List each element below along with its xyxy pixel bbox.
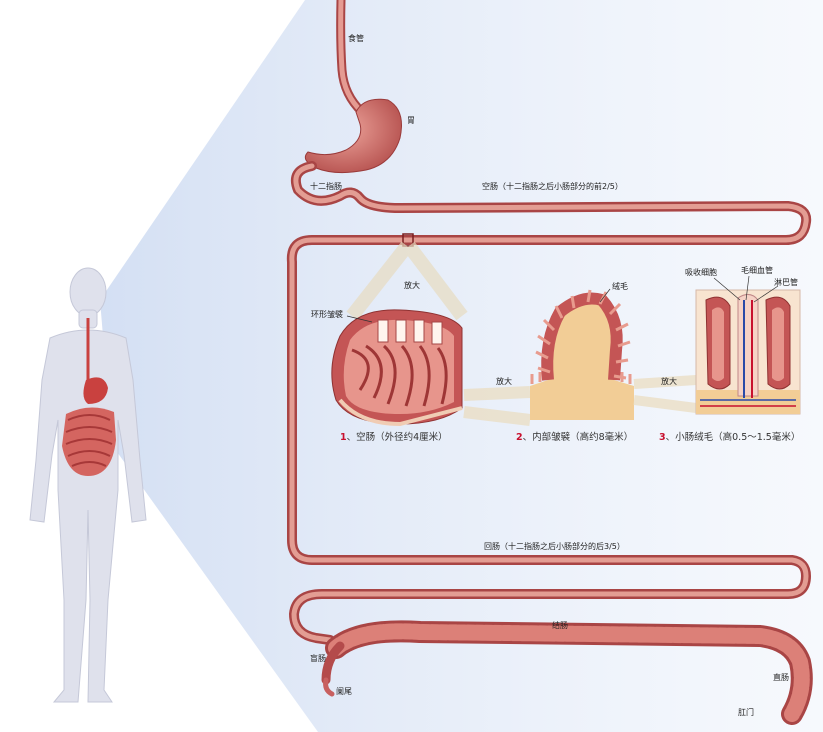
caption-2-text: 、内部皱襞（高约8毫米） [522, 432, 634, 443]
magnify-cone-2 [463, 386, 531, 426]
label-magnify-3: 放大 [661, 377, 677, 386]
caption-2: 2、内部皱襞（高约8毫米） [516, 433, 633, 443]
label-jejunum-route: 空肠（十二指肠之后小肠部分的前2/5） [482, 182, 623, 191]
label-magnify-2: 放大 [496, 377, 512, 386]
label-villus: 绒毛 [612, 282, 628, 291]
label-circular-folds: 环形皱襞 [311, 310, 343, 319]
label-rectum: 直肠 [773, 673, 789, 682]
label-magnify-1: 放大 [404, 281, 420, 290]
caption-3-number: 3 [659, 432, 666, 443]
human-body [29, 267, 147, 703]
section-marker [402, 233, 414, 247]
caption-1-number: 1 [340, 432, 347, 443]
small-intestine-highlight [289, 163, 809, 643]
caption-2-number: 2 [516, 432, 523, 443]
caption-3: 3、小肠绒毛（高0.5～1.5毫米） [659, 433, 800, 443]
label-capillary: 毛细血管 [741, 266, 773, 275]
label-esophagus: 食管 [348, 34, 364, 43]
colon [321, 620, 813, 725]
caption-3-text: 、小肠绒毛（高0.5～1.5毫米） [665, 432, 801, 443]
label-anus: 肛门 [738, 708, 754, 717]
label-colon: 结肠 [552, 621, 568, 630]
label-lacteal: 淋巴管 [774, 278, 798, 287]
villi-detail [695, 289, 801, 415]
label-appendix: 阑尾 [336, 687, 352, 696]
magnify-cone-3 [633, 375, 697, 413]
stomach [304, 98, 402, 174]
label-cecum: 盲肠 [310, 654, 326, 663]
esophagus [336, 0, 367, 117]
caption-1: 1、空肠（外径约4厘米） [340, 433, 448, 443]
label-stomach: 胃 [407, 116, 415, 125]
appendix-shape [323, 677, 335, 697]
body-organs [62, 318, 116, 476]
jejunum-section [331, 309, 463, 427]
label-absorptive-cell: 吸收细胞 [685, 268, 717, 277]
caption-1-text: 、空肠（外径约4厘米） [346, 432, 448, 443]
label-ileum-route: 回肠（十二指肠之后小肠部分的后3/5） [484, 542, 625, 551]
pointer-lines [346, 275, 779, 323]
label-duodenum: 十二指肠 [310, 182, 342, 191]
magnify-cone-1 [346, 241, 468, 321]
